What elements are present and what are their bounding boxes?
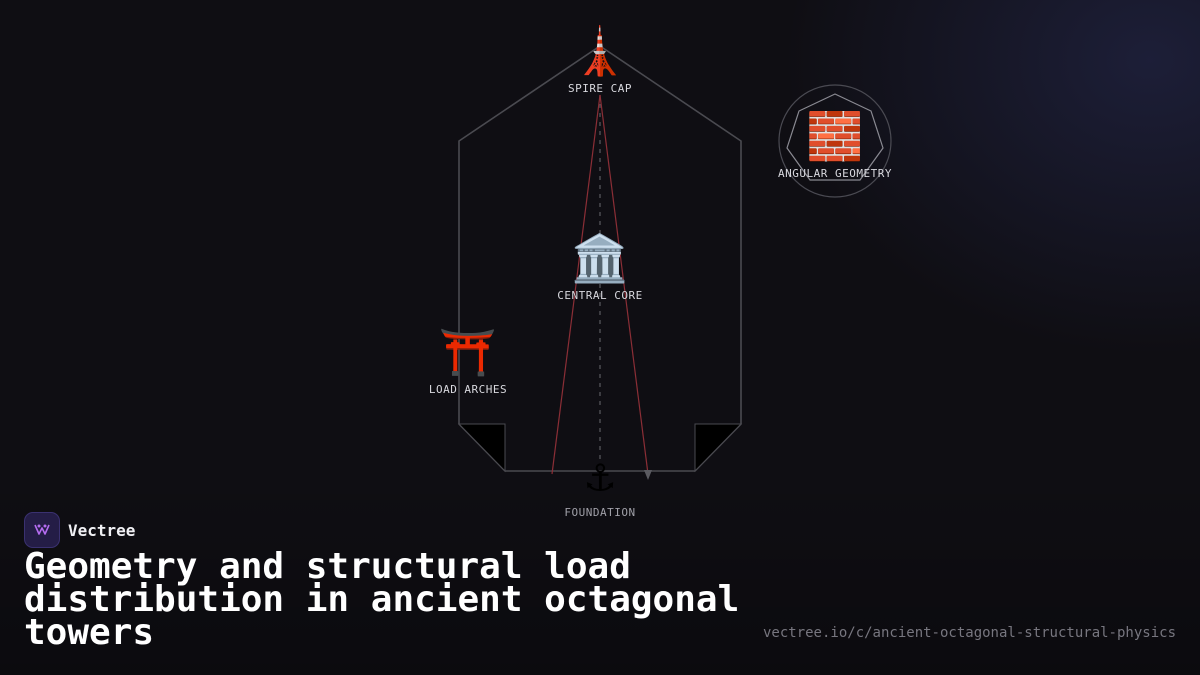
geometry-heptagon	[786, 93, 884, 181]
source-url[interactable]: vectree.io/c/ancient-octagonal-structura…	[762, 625, 1176, 641]
brand-name: Vectree	[68, 520, 136, 540]
base-corner-left	[457, 423, 506, 473]
torii-gate-icon: ⛩️	[439, 325, 497, 379]
anchor-icon: ⚓	[586, 448, 614, 502]
tower-icon: 🗼	[571, 24, 629, 78]
base-corner-right	[694, 423, 743, 473]
node-foundation: ⚓ FOUNDATION	[564, 450, 635, 519]
load-arches-label: LOAD ARCHES	[428, 383, 508, 396]
classical-building-icon: 🏛️	[571, 231, 629, 285]
tower-outline	[458, 45, 742, 472]
geometry-circle	[778, 84, 892, 198]
node-load-arches: ⛩️ LOAD ARCHES	[429, 327, 507, 396]
node-angular-geometry: 🧱 ANGULAR GEOMETRY	[778, 111, 892, 180]
node-central-core: 🏛️ CENTRAL CORE	[557, 233, 642, 302]
load-line-right	[599, 94, 649, 475]
brick-icon: 🧱	[806, 109, 864, 163]
central-core-label: CENTRAL CORE	[557, 289, 643, 302]
angular-geometry-label: ANGULAR GEOMETRY	[778, 167, 892, 180]
load-arrowhead	[644, 470, 652, 480]
node-spire-cap: 🗼 SPIRE CAP	[568, 26, 632, 95]
brand[interactable]: Vectree	[24, 512, 135, 548]
load-line-left	[551, 94, 601, 475]
spire-cap-label: SPIRE CAP	[567, 82, 633, 95]
vectree-logo-icon	[24, 512, 60, 548]
foundation-label: FOUNDATION	[564, 506, 636, 519]
page-title: Geometry and structural load distributio…	[24, 546, 740, 653]
